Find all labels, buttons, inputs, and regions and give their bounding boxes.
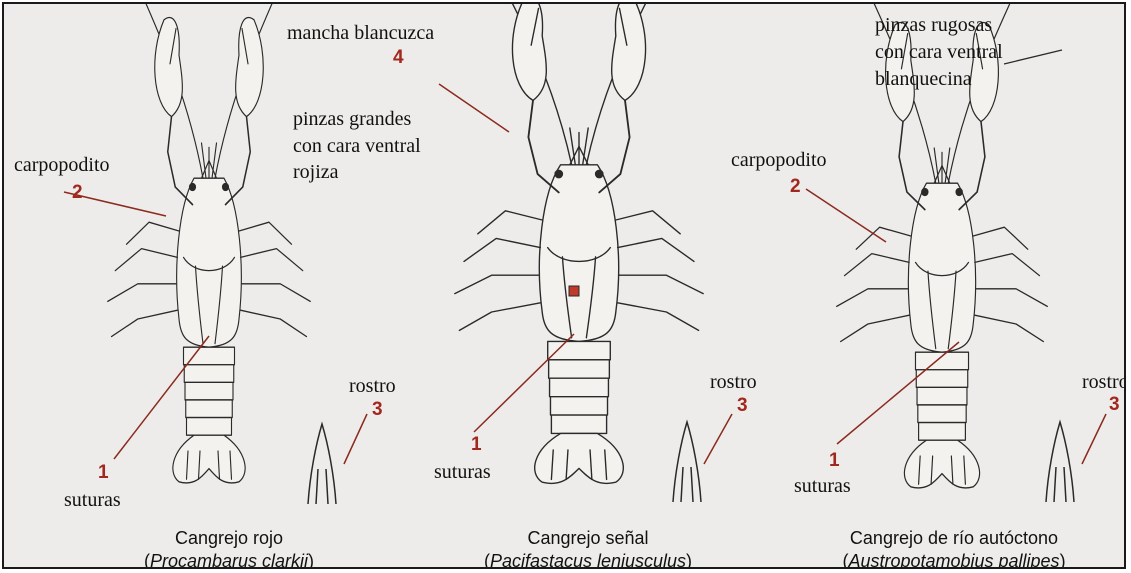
number-1-label-1: 1 — [98, 462, 109, 484]
number-3-label-1: 3 — [372, 399, 383, 421]
rostro-label-2: rostro — [710, 370, 757, 394]
signal-crayfish-drawing — [455, 4, 703, 483]
leader-rostro-2 — [704, 414, 732, 464]
pinzas-rugosas-line-3: blanquecina — [875, 67, 972, 91]
suturas-label-2: suturas — [434, 460, 491, 484]
number-1-label-3: 1 — [829, 450, 840, 472]
caption-species-3: Austropotamobius pallipes — [848, 551, 1059, 569]
caption-name-1: Cangrejo rojo — [139, 527, 319, 550]
number-2-label-2: 2 — [790, 176, 801, 198]
caption-species-2: Pacifastacus leniusculus — [490, 551, 686, 569]
rostrum-drawing-1 — [308, 424, 336, 504]
caption-2: Cangrejo señal (Pacifastacus leniusculus… — [473, 527, 703, 569]
suturas-label-3: suturas — [794, 474, 851, 498]
leader-carpopodito-2 — [806, 189, 886, 242]
leader-rostro-3 — [1082, 414, 1106, 464]
pinzas-rugosas-line-1: pinzas rugosas — [875, 13, 992, 37]
mancha-blancuzca-label: mancha blancuzca — [287, 21, 434, 45]
rostrum-drawing-2 — [673, 422, 701, 502]
leader-pinzas-rugosas — [1004, 50, 1062, 64]
number-1-label-2: 1 — [471, 434, 482, 456]
number-4-label: 4 — [393, 47, 404, 69]
caption-name-3: Cangrejo de río autóctono — [814, 527, 1094, 550]
rostro-label-3: rostro — [1082, 370, 1126, 394]
pinzas-rugosas-line-2: con cara ventral — [875, 40, 1003, 64]
leader-rostro-1 — [344, 414, 367, 464]
leader-mancha-4 — [439, 84, 509, 132]
suturas-label-1: suturas — [64, 488, 121, 512]
pinzas-grandes-line-3: rojiza — [293, 160, 339, 184]
caption-3: Cangrejo de río autóctono (Austropotamob… — [814, 527, 1094, 569]
carpopodito-label-1: carpopodito — [14, 153, 110, 177]
caption-name-2: Cangrejo señal — [473, 527, 703, 550]
caption-1: Cangrejo rojo (Procambarus clarkii) — [139, 527, 319, 569]
pinzas-grandes-line-1: pinzas grandes — [293, 107, 411, 131]
number-3-label-3: 3 — [1109, 394, 1120, 416]
carpopodito-label-2: carpopodito — [731, 148, 827, 172]
white-patch-marker — [569, 286, 579, 296]
rostro-label-1: rostro — [349, 374, 396, 398]
number-3-label-2: 3 — [737, 395, 748, 417]
number-2-label-1: 2 — [72, 182, 83, 204]
rostrum-drawing-3 — [1046, 422, 1074, 502]
pinzas-grandes-line-2: con cara ventral — [293, 134, 421, 158]
caption-species-1: Procambarus clarkii — [150, 551, 308, 569]
red-swamp-crayfish-drawing — [108, 4, 311, 483]
